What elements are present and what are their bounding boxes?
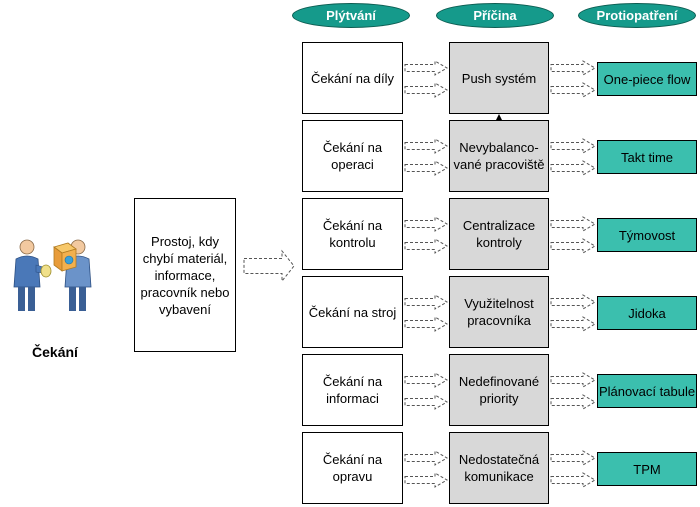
cause-to-measure-arrow [550,394,596,410]
waste-box: Čekání na stroj [302,276,403,348]
waste-label: Čekání na stroj [308,304,397,320]
cause-to-measure-arrow [550,82,596,98]
waste-label: Čekání na opravu [322,452,383,484]
measure-box: TPM [597,452,697,486]
measure-box: One-piece flow [597,62,697,96]
waste-box: Čekání na opravu [302,432,403,504]
description-box: Prostoj, kdy chybí materiál, informace, … [134,198,236,352]
cause-box: Centralizace kontroly [449,198,549,270]
measure-box: Plánovací tabule [597,374,697,408]
waste-label: Čekání na kontrolu [322,218,383,250]
cause-label: Push systém [461,70,537,86]
cause-to-measure-arrow [550,238,596,254]
waste-to-cause-arrow [404,138,448,154]
waste-to-cause-arrow [404,316,448,332]
waste-to-cause-arrow [404,450,448,466]
description-text: Prostoj, kdy chybí materiál, informace, … [140,233,230,317]
cause-to-measure-arrow [550,60,596,76]
up-arrow-marker [496,114,502,120]
cause-to-measure-arrow [550,160,596,176]
cause-label: Nevybalanco-vané pracoviště [453,140,545,172]
header-cause: Příčina [436,3,554,28]
cause-box: Nevybalanco-vané pracoviště [449,120,549,192]
main-arrow [243,249,295,283]
waste-box: Čekání na operaci [302,120,403,192]
cause-box: Využitelnost pracovníka [449,276,549,348]
measure-label: TPM [633,461,661,477]
measure-label: Takt time [620,149,673,165]
measure-label: One-piece flow [603,71,691,87]
people-handing-box-icon [13,239,92,311]
waste-to-cause-arrow [404,60,448,76]
cause-to-measure-arrow [550,372,596,388]
waste-label: Čekání na díly [310,70,395,86]
cause-to-measure-arrow [550,472,596,488]
cause-box: Nedostatečná komunikace [449,432,549,504]
header-waste: Plýtvání [292,3,410,28]
waste-box: Čekání na kontrolu [302,198,403,270]
measure-box: Týmovost [597,218,697,252]
waste-to-cause-arrow [404,160,448,176]
cause-to-measure-arrow [550,316,596,332]
cause-label: Nedefinované priority [458,374,540,406]
cause-to-measure-arrow [550,450,596,466]
cause-to-measure-arrow [550,138,596,154]
measure-box: Jidoka [597,296,697,330]
waste-to-cause-arrow [404,472,448,488]
waste-to-cause-arrow [404,216,448,232]
cause-box: Push systém [449,42,549,114]
waste-to-cause-arrow [404,238,448,254]
waste-box: Čekání na informaci [302,354,403,426]
waste-to-cause-arrow [404,82,448,98]
waste-to-cause-arrow [404,372,448,388]
measure-label: Plánovací tabule [598,383,696,399]
waste-label: Čekání na operaci [322,140,383,172]
cause-to-measure-arrow [550,294,596,310]
cause-to-measure-arrow [550,216,596,232]
header-measure: Protiopatření [578,3,696,28]
measure-label: Jidoka [628,305,666,321]
measure-box: Takt time [597,140,697,174]
waste-to-cause-arrow [404,394,448,410]
main-title: Čekání [32,344,78,360]
cause-label: Centralizace kontroly [462,218,536,250]
cause-label: Nedostatečná komunikace [458,452,540,484]
cause-label: Využitelnost pracovníka [464,296,534,328]
cause-box: Nedefinované priority [449,354,549,426]
waste-box: Čekání na díly [302,42,403,114]
measure-label: Týmovost [618,227,676,243]
waste-label: Čekání na informaci [322,374,383,406]
waste-to-cause-arrow [404,294,448,310]
